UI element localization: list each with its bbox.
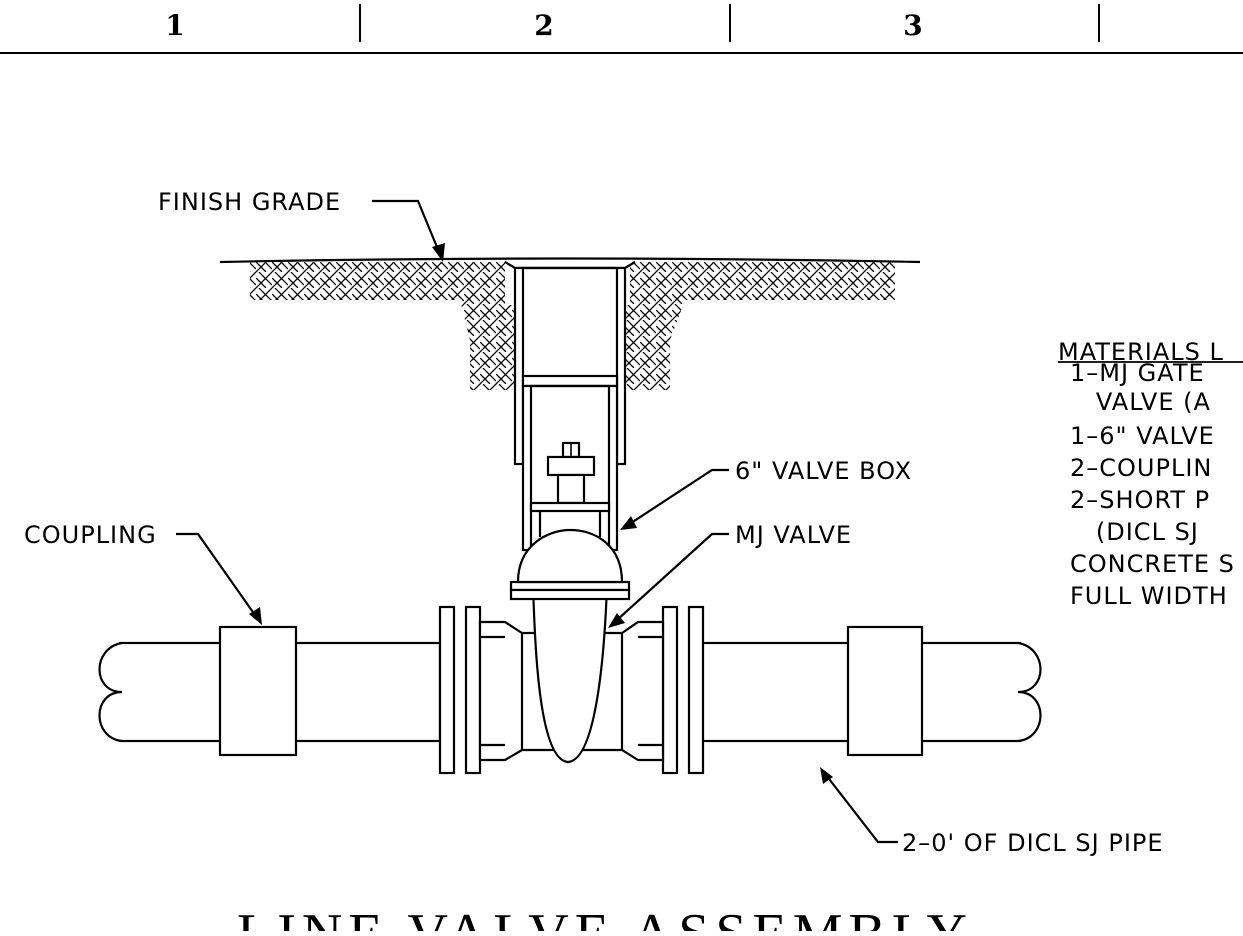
mj-gland-left-inner bbox=[464, 605, 482, 775]
finish-grade-line bbox=[219, 257, 921, 264]
pipe-break-right bbox=[1017, 641, 1042, 743]
materials-line: 2–COUPLIN bbox=[1070, 454, 1212, 482]
valve-bonnet bbox=[516, 528, 624, 584]
label-mj-valve: MJ VALVE bbox=[735, 521, 852, 549]
leader-finish-grade bbox=[372, 199, 441, 253]
label-valve-box: 6" VALVE BOX bbox=[735, 457, 912, 485]
valve-gate-disc bbox=[531, 585, 609, 764]
ground-section bbox=[219, 257, 921, 390]
drawing-title: LINE VALVE ASSEMBLY bbox=[237, 903, 973, 931]
leader-mj-valve bbox=[616, 532, 729, 621]
column-number-1: 1 bbox=[165, 9, 184, 42]
valve-stem bbox=[556, 473, 586, 505]
mj-gate-valve bbox=[438, 511, 705, 775]
materials-line: 1–MJ GATE bbox=[1070, 359, 1205, 387]
materials-line: VALVE (A bbox=[1070, 388, 1211, 416]
arrowhead bbox=[620, 516, 637, 530]
arrowhead bbox=[820, 767, 833, 784]
arrowhead bbox=[249, 607, 262, 625]
nut-flange bbox=[546, 455, 596, 477]
mj-gland-left-outer bbox=[438, 605, 456, 775]
bonnet-flange-bottom bbox=[509, 580, 631, 592]
label-finish-grade: FINISH GRADE bbox=[158, 188, 341, 216]
label-pipe: 2–0' OF DICL SJ PIPE bbox=[902, 829, 1164, 857]
bonnet-flange-top bbox=[509, 588, 631, 601]
valve-box-collar bbox=[521, 374, 619, 388]
materials-list: MATERIALS L 1–MJ GATE VALVE (A 1–6" VALV… bbox=[1058, 338, 1243, 610]
arrowhead bbox=[608, 613, 625, 628]
soil-hatch-left bbox=[250, 262, 515, 390]
pipe-break-left bbox=[98, 641, 123, 743]
materials-line: FULL WIDTH bbox=[1070, 582, 1228, 610]
leader-pipe bbox=[825, 774, 898, 844]
leader-lines bbox=[176, 199, 898, 844]
leader-valve-box bbox=[627, 468, 729, 526]
stem-plate bbox=[529, 501, 611, 513]
arrowhead bbox=[432, 243, 445, 262]
column-number-2: 2 bbox=[534, 9, 553, 42]
coupling-left bbox=[218, 625, 298, 757]
valve-operator bbox=[529, 441, 611, 513]
coupling-right bbox=[846, 625, 924, 757]
label-coupling: COUPLING bbox=[24, 521, 157, 549]
column-number-3: 3 bbox=[903, 9, 922, 42]
column-header: 1 2 3 bbox=[0, 4, 1243, 54]
materials-line: 2–SHORT P bbox=[1070, 486, 1210, 514]
mj-gland-right-inner bbox=[661, 605, 679, 775]
mj-gland-right-outer bbox=[687, 605, 705, 775]
valve-box bbox=[504, 261, 636, 552]
soil-hatch-right bbox=[626, 262, 895, 390]
pipe-run bbox=[98, 625, 1042, 757]
materials-line: 1–6" VALVE bbox=[1070, 422, 1215, 450]
leader-coupling bbox=[176, 532, 256, 616]
materials-line: (DICL SJ bbox=[1070, 518, 1199, 546]
materials-line: CONCRETE S bbox=[1070, 550, 1235, 578]
